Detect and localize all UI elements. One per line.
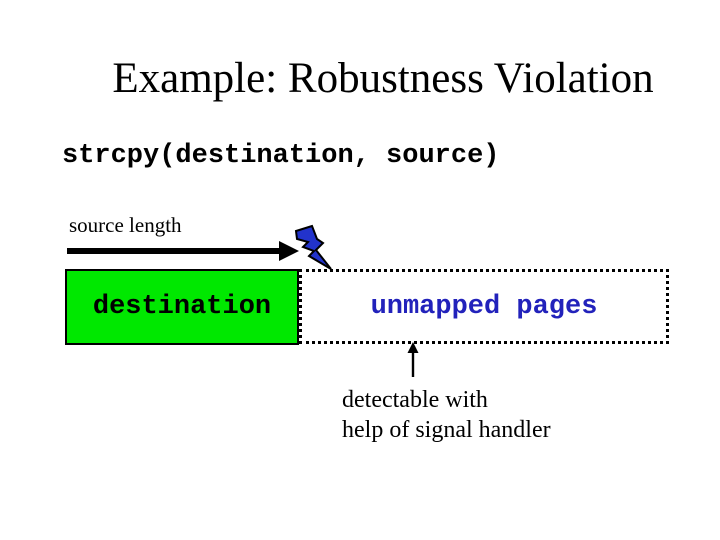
- annotation-text: detectable with help of signal handler: [342, 385, 551, 445]
- code-line: strcpy(destination, source): [62, 141, 500, 171]
- lightning-bolt-icon: [294, 224, 332, 270]
- slide-title: Example: Robustness Violation: [112, 55, 654, 102]
- destination-box: destination: [65, 269, 299, 345]
- unmapped-pages-box-label: unmapped pages: [370, 291, 598, 322]
- right-arrow-icon: [67, 241, 299, 261]
- destination-box-label: destination: [92, 292, 272, 322]
- unmapped-pages-box: unmapped pages: [299, 269, 669, 344]
- annotation-line-2: help of signal handler: [342, 417, 551, 443]
- up-arrow-icon: [407, 342, 419, 377]
- source-length-label: source length: [69, 213, 182, 237]
- annotation-line-1: detectable with: [342, 387, 488, 413]
